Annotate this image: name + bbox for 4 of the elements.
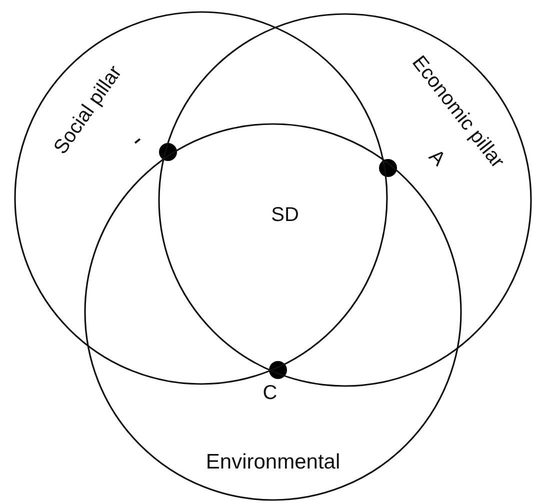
circle-label: Environmental <box>206 452 340 472</box>
region-label: C <box>262 383 278 403</box>
region-label: A <box>425 146 449 170</box>
region-label: SD <box>271 205 299 225</box>
